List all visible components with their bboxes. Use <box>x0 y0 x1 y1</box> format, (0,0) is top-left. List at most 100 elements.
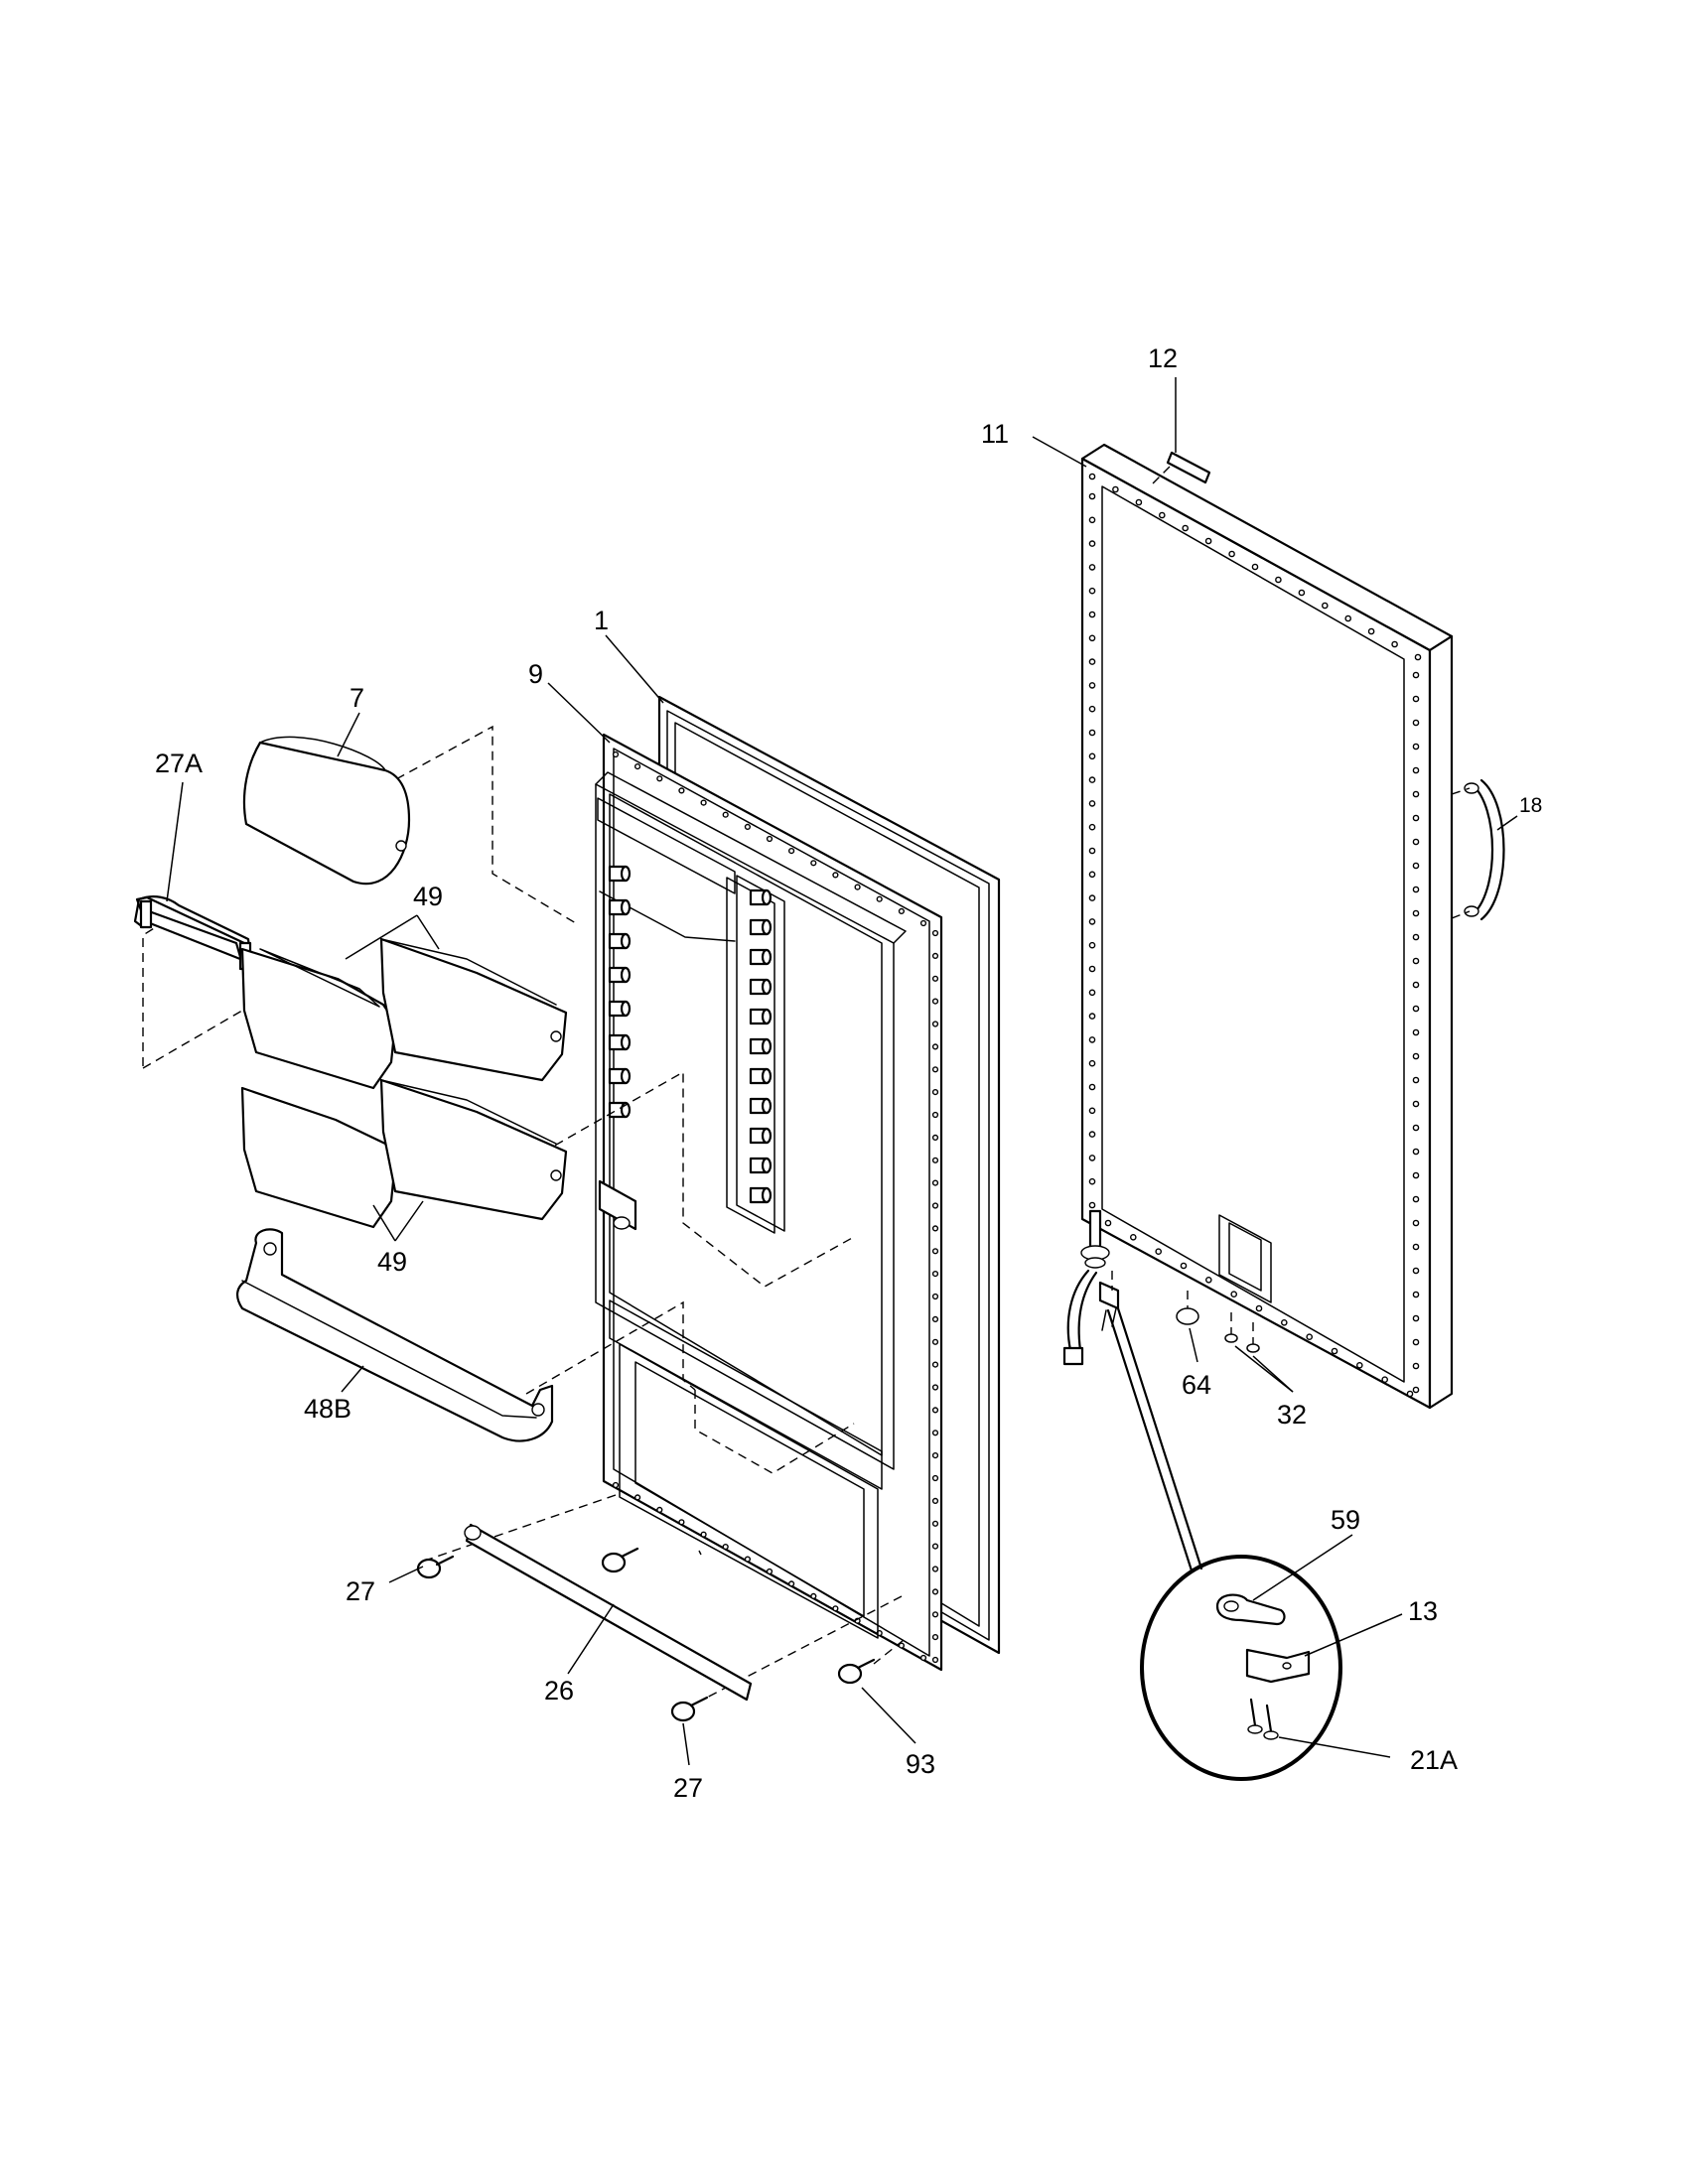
screw-hole <box>810 1592 817 1600</box>
door-stud-cap <box>761 1127 773 1145</box>
screw-hole <box>931 1338 939 1345</box>
screw-hole <box>931 1111 939 1119</box>
screw-hole <box>1412 862 1420 870</box>
screw-hole <box>1088 1059 1096 1067</box>
screw-hole <box>931 1384 939 1391</box>
screw-hole <box>1412 886 1420 893</box>
screw-hole <box>612 1481 620 1489</box>
screw-hole <box>931 1088 939 1096</box>
screw-hole <box>1088 1201 1096 1209</box>
screw-hole <box>1088 894 1096 901</box>
screw-hole <box>633 762 641 770</box>
panel-screw-holes <box>1088 473 1422 1398</box>
screw-hole <box>1412 719 1420 727</box>
door-stud-cap <box>620 966 632 984</box>
screw-hole <box>1412 1267 1420 1275</box>
screw-hole <box>1088 1177 1096 1185</box>
door-stud-cap <box>761 948 773 966</box>
screw-hole <box>1088 752 1096 760</box>
screw-hole <box>931 952 939 960</box>
screw-hole <box>931 1293 939 1300</box>
label-part-21a: 21A <box>1410 1745 1458 1775</box>
screw-bottom <box>670 1696 709 1722</box>
screw-hole <box>1088 823 1096 831</box>
screw-hole <box>1205 1277 1212 1284</box>
screw-hole <box>1412 1386 1420 1394</box>
dairy-retainer-bar <box>133 895 256 975</box>
door-stud-cap <box>620 898 632 916</box>
screw-hole <box>1155 1248 1162 1255</box>
screw-hole <box>1281 1319 1288 1326</box>
screw-hole <box>1088 1083 1096 1091</box>
label-part-27a: 27A <box>155 749 203 778</box>
door-bin-upper-left <box>240 947 397 1090</box>
screw-hole <box>1412 766 1420 774</box>
hinge-detail-circle <box>1140 1555 1342 1781</box>
screw-hole <box>1412 933 1420 941</box>
screw-hole <box>1412 838 1420 846</box>
screw-hole <box>612 751 620 758</box>
screw-hole <box>744 823 752 831</box>
screw-hole <box>810 860 817 867</box>
screw-hole <box>1412 1195 1420 1203</box>
door-stud-cap <box>620 1067 632 1085</box>
label-part-9: 9 <box>528 659 543 689</box>
screw-hole <box>919 919 927 927</box>
door-bins <box>240 937 568 1229</box>
screw-hole <box>1088 941 1096 949</box>
screw-hole <box>931 1520 939 1527</box>
screw-hole <box>931 1633 939 1641</box>
screw-hole <box>1159 511 1166 519</box>
screw-hole <box>1088 634 1096 642</box>
screw-hole <box>1331 1347 1338 1355</box>
door-stud-cap <box>761 1037 773 1055</box>
screw-hole <box>1088 776 1096 783</box>
clip-part <box>1176 1291 1199 1325</box>
screw-hole <box>1367 627 1375 635</box>
liner-screw-holes <box>612 751 939 1664</box>
screw-hole <box>1412 743 1420 751</box>
screw-hole <box>1381 1376 1388 1383</box>
label-part-64: 64 <box>1182 1370 1211 1400</box>
lower-hinge-hardware <box>1062 1209 1203 1572</box>
screw-hole <box>700 1531 707 1538</box>
screw-hole <box>1204 537 1212 545</box>
screw-hole <box>1088 658 1096 665</box>
screw-hole <box>1088 871 1096 879</box>
screw-hole <box>1135 498 1143 506</box>
screw-hole <box>931 1543 939 1550</box>
screw-hole <box>1306 1333 1313 1340</box>
screw-hole <box>931 1566 939 1572</box>
door-handle-part <box>1451 778 1505 921</box>
right-door-stud-column <box>749 888 773 1204</box>
screw-hole <box>1412 1362 1420 1370</box>
screw-hole <box>656 775 663 782</box>
screw-hole <box>1412 671 1420 679</box>
screw-hole <box>766 835 774 843</box>
screw-hole <box>1414 653 1422 661</box>
screw-hole <box>1088 492 1096 500</box>
screw-hole <box>931 1407 939 1414</box>
screw-hole <box>1298 589 1306 597</box>
door-stud-cap <box>620 1033 632 1051</box>
screw-hole <box>1130 1234 1137 1241</box>
screw-hole <box>1412 1052 1420 1060</box>
screw-hole <box>1412 1338 1420 1346</box>
label-part-12: 12 <box>1148 343 1178 373</box>
screw-hole <box>1412 957 1420 965</box>
screw-hole <box>1180 1262 1188 1270</box>
screw-hole <box>1088 587 1096 595</box>
screw-hole <box>1088 989 1096 997</box>
screw-hole <box>1088 1131 1096 1138</box>
alignment-lines <box>142 725 905 1703</box>
screw-hole <box>1088 682 1096 689</box>
screw-hole <box>1088 516 1096 524</box>
label-part-27-bottom: 27 <box>673 1773 703 1803</box>
screw-hole <box>1088 1107 1096 1115</box>
screw-hole <box>854 884 861 890</box>
screw-hole <box>1230 1291 1237 1297</box>
screw-hole <box>931 1588 939 1595</box>
screw-hole <box>1088 705 1096 713</box>
label-part-49-top: 49 <box>413 882 443 911</box>
